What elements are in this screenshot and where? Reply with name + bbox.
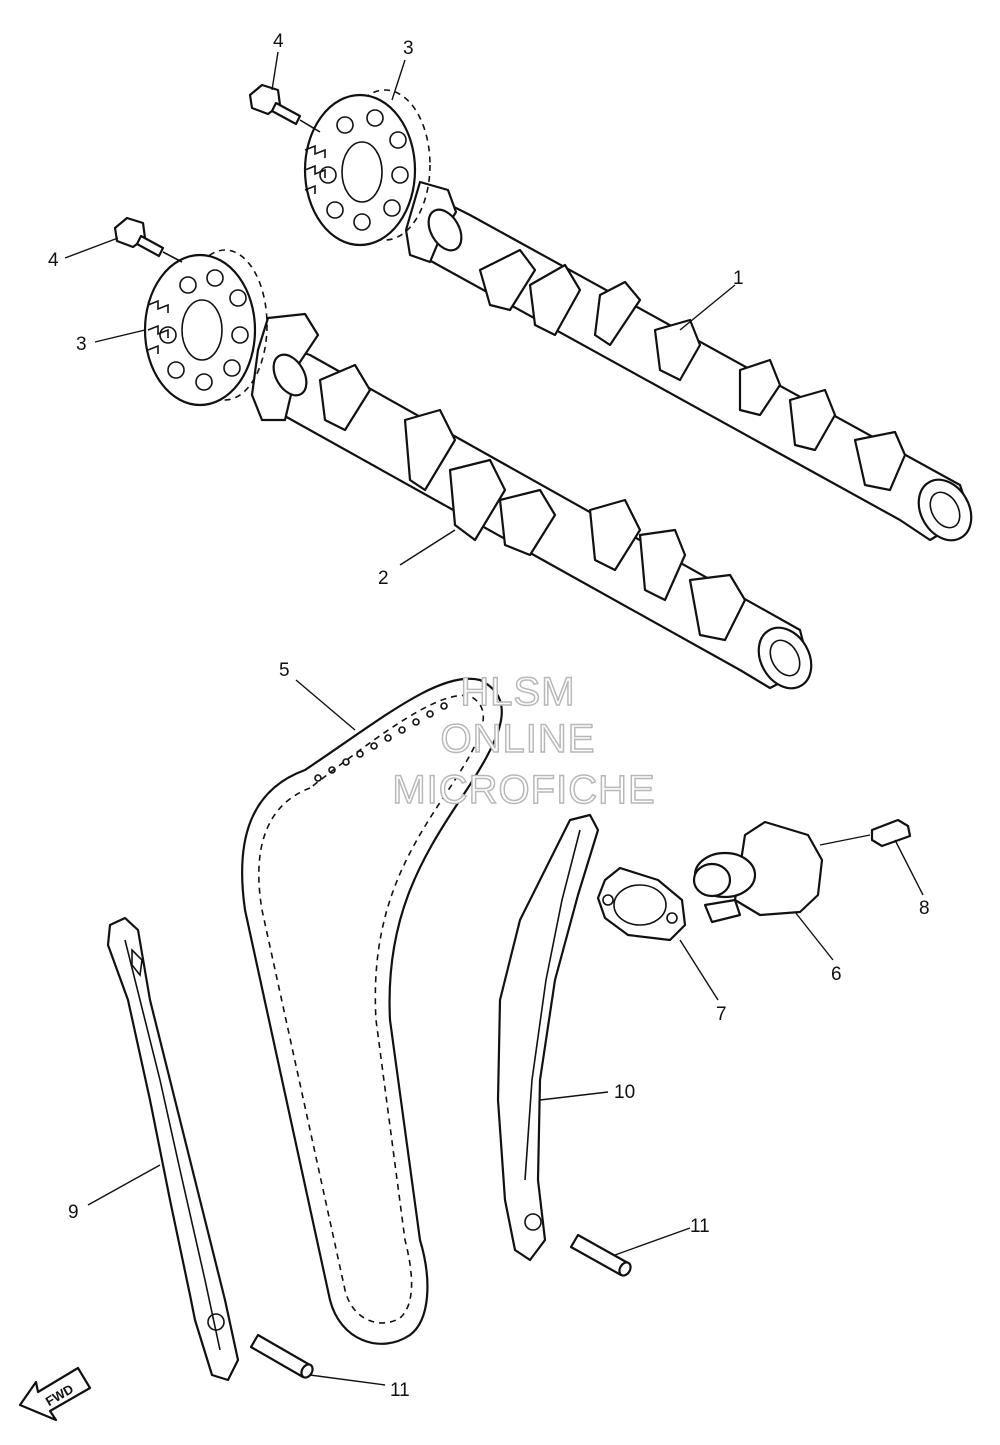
callout-5: 5 <box>279 660 290 681</box>
watermark-line-3: MICROFICHE <box>392 768 655 812</box>
pin-rear <box>249 1333 314 1379</box>
callout-3-lower: 3 <box>76 334 87 355</box>
sprocket-upper <box>303 89 431 247</box>
bolt-lower <box>113 216 183 263</box>
callout-6: 6 <box>831 964 842 985</box>
pin-front <box>569 1233 632 1277</box>
callout-3-upper: 3 <box>403 38 414 59</box>
bolt-upper <box>248 83 321 133</box>
callout-labels: 1 2 3 3 4 4 5 6 7 8 9 10 11 11 <box>48 31 930 1401</box>
callout-4-upper: 4 <box>273 31 284 52</box>
chain-guide-rear <box>106 916 240 1382</box>
callout-1: 1 <box>733 268 744 289</box>
callout-2: 2 <box>378 568 389 589</box>
callout-7: 7 <box>716 1004 727 1025</box>
tensioner-gasket <box>596 866 687 942</box>
chain-guide-front <box>496 813 600 1262</box>
callout-8: 8 <box>919 898 930 919</box>
watermark-line-1: HLSM <box>460 670 575 714</box>
callout-10: 10 <box>614 1082 635 1103</box>
timing-chain <box>241 677 503 1345</box>
watermark: HLSM ONLINE MICROFICHE <box>392 669 656 813</box>
callout-4-lower: 4 <box>48 250 59 271</box>
watermark-line-2: ONLINE <box>441 717 596 761</box>
fwd-arrow-icon: FWD <box>18 1366 92 1422</box>
sprocket-lower <box>143 249 268 407</box>
camshaft-1 <box>404 180 973 542</box>
chain-tensioner <box>692 820 824 924</box>
leader-lines <box>64 51 924 1386</box>
callout-11-rear: 11 <box>390 1380 410 1401</box>
camshaft-2 <box>250 312 813 690</box>
callout-11-front: 11 <box>690 1216 710 1237</box>
tensioner-bolt <box>870 818 912 848</box>
callout-9: 9 <box>68 1202 79 1223</box>
